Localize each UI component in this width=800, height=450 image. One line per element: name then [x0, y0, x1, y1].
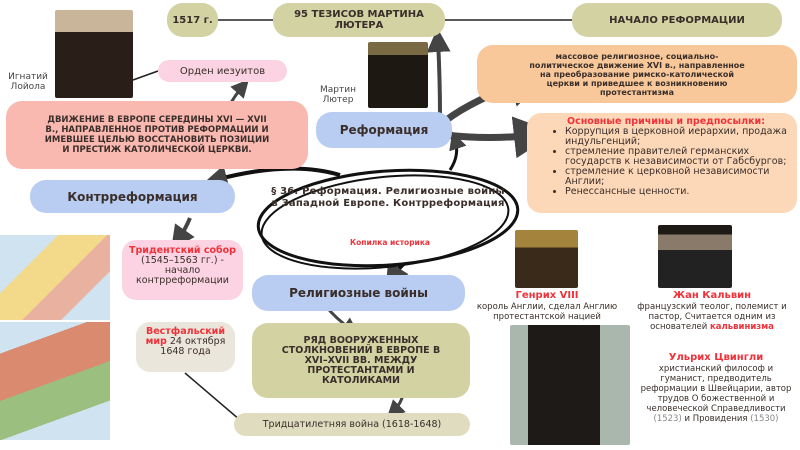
wars-definition: РЯД ВООРУЖЕННЫХ СТОЛКНОВЕНИЙ В ЕВРОПЕ В … [252, 323, 470, 398]
causes-title: Основные причины и предпосылки: [567, 116, 765, 127]
cause-item: стремление правителей германских государ… [565, 147, 789, 167]
counterreformation-node: Контрреформация [30, 180, 235, 213]
zwingli-year-2: (1530) [750, 414, 779, 424]
thirty-years-war: Тридцатилетняя война (1618-1648) [234, 413, 470, 436]
trident-title: Тридентский собор [129, 245, 236, 256]
jesuit-order: Орден иезуитов [158, 60, 287, 82]
europe-map-2 [0, 322, 110, 440]
reformation-definition: массовое религиозное, социально-политиче… [477, 45, 797, 103]
calvin-text: французский теолог, полемист и пастор, С… [637, 302, 787, 332]
zwingli-caption: Ульрих Цвингли христианский философ и гу… [636, 352, 796, 424]
zwingli-mid: и Провидения [681, 414, 751, 424]
westphalia-title: Вестфальский мир [145, 326, 225, 347]
religious-wars-node: Религиозные войны [252, 275, 465, 311]
trident-text: (1545–1563 гг.) - начало контрреформации [136, 255, 229, 286]
watermark: Копилка историка [350, 238, 430, 247]
zwingli-text: христианский философ и гуманист, предвод… [640, 364, 792, 414]
cause-item: стремление к церковной независимости Анг… [565, 167, 789, 187]
trident-council: Тридентский собор (1545–1563 гг.) - нача… [122, 240, 243, 300]
zwingli-portrait [510, 325, 630, 445]
causes-box: Основные причины и предпосылки: Коррупци… [527, 113, 797, 213]
95-theses: 95 ТЕЗИСОВ МАРТИНА ЛЮТЕРА [273, 3, 445, 37]
calvin-highlight: кальвинизма [710, 322, 774, 332]
luther-label: Мартин Лютер [320, 85, 356, 105]
reformation-node: Реформация [316, 112, 452, 148]
loyola-label: Игнатий Лойола [8, 72, 48, 92]
calvin-caption: Жан Кальвин французский теолог, полемист… [632, 290, 792, 332]
reformation-start: НАЧАЛО РЕФОРМАЦИИ [572, 3, 782, 37]
westphalia-peace: Вестфальский мир 24 октября 1648 года [136, 322, 235, 372]
counterreformation-definition: ДВИЖЕНИЕ В ЕВРОПЕ СЕРЕДИНЫ XVI — XVII В.… [6, 101, 308, 169]
calvin-name: Жан Кальвин [672, 290, 752, 301]
year-1517: 1517 г. [167, 3, 218, 37]
center-title: § 36. Реформация. Религиозные войны в За… [271, 186, 505, 209]
cause-item: Ренессансные ценности. [565, 187, 789, 197]
calvin-portrait [658, 225, 732, 288]
henry-portrait [515, 230, 578, 288]
henry-text: король Англии, сделал Англию протестантс… [476, 302, 618, 322]
europe-map-1 [0, 235, 110, 320]
cause-item: Коррупция в церковной иерархии, продажа … [565, 127, 789, 147]
westphalia-date: 24 октября 1648 года [160, 336, 226, 357]
luther-portrait [368, 42, 428, 108]
zwingli-name: Ульрих Цвингли [668, 352, 764, 363]
henry-name: Генрих VIII [515, 290, 579, 301]
loyola-portrait [55, 10, 133, 98]
henry-caption: Генрих VIII король Англии, сделал Англию… [472, 290, 622, 322]
zwingli-year-1: (1523) [653, 414, 682, 424]
